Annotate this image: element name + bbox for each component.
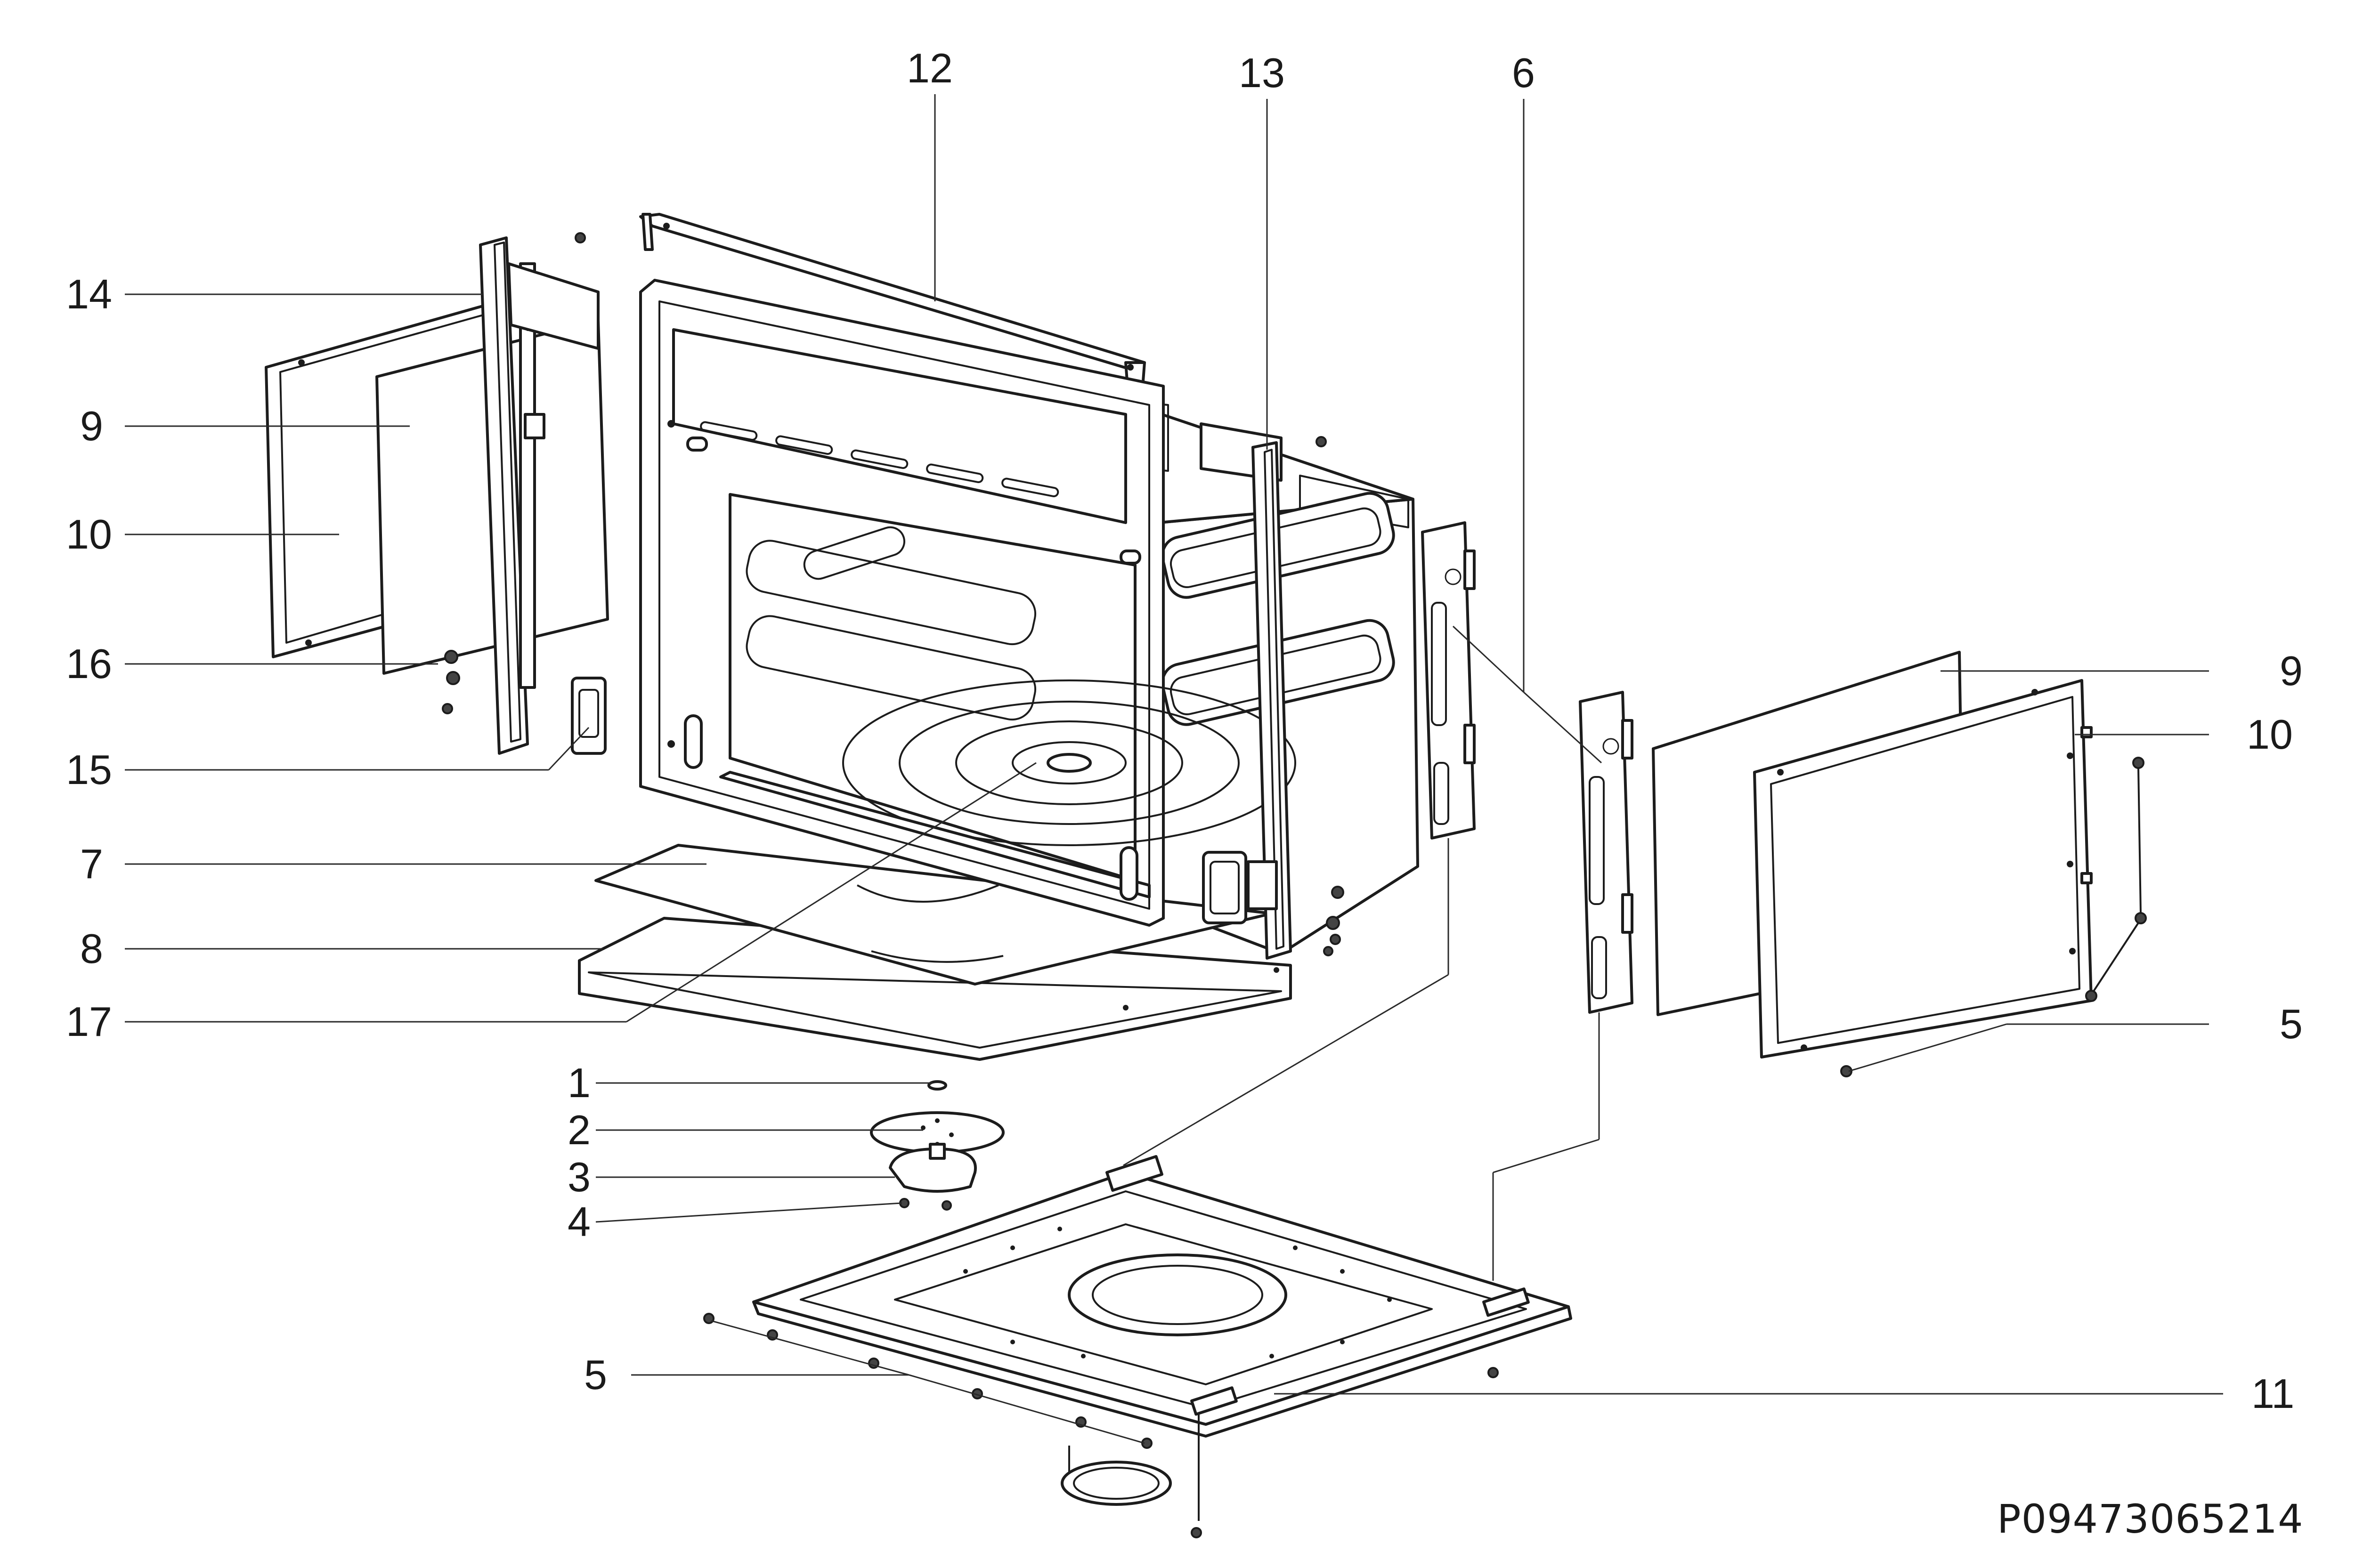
- hinge-bracket-rear: [1421, 521, 1476, 840]
- callout-7: 7: [80, 841, 103, 887]
- right-outer-side-panel: [1753, 679, 2093, 1059]
- left-small-screws: [442, 232, 586, 714]
- callout-5-left: 5: [584, 1351, 607, 1398]
- callout-16: 16: [66, 640, 112, 687]
- left-bracket-plate: [507, 262, 600, 350]
- callout-11: 11: [2251, 1370, 2294, 1417]
- leader-lines: [125, 94, 2223, 1444]
- callout-17: 17: [66, 998, 112, 1045]
- callout-15: 15: [66, 746, 112, 793]
- callout-9-right: 9: [2280, 647, 2303, 694]
- drawing-code: P09473065214: [1997, 1496, 2304, 1542]
- callout-13: 13: [1239, 49, 1285, 96]
- callout-3: 3: [568, 1154, 591, 1200]
- callout-6: 6: [1512, 49, 1535, 96]
- turntable-motor-cover: [1061, 1413, 1200, 1521]
- callout-9-left: 9: [80, 403, 103, 449]
- callout-14: 14: [66, 271, 112, 317]
- callout-4: 4: [568, 1198, 591, 1245]
- callout-1: 1: [568, 1059, 591, 1106]
- callout-8: 8: [80, 925, 103, 972]
- right-front-rail: [1202, 436, 1344, 960]
- base-tray: [752, 1155, 1572, 1438]
- callout-5-right: 5: [2280, 1001, 2303, 1047]
- top-rail: [639, 213, 1146, 395]
- turntable-drive-parts: [870, 1080, 1005, 1211]
- hinge-bracket-front: [1579, 691, 1633, 1014]
- front-frame: [639, 279, 1296, 927]
- callout-10-right: 10: [2247, 711, 2293, 758]
- callout-12: 12: [907, 45, 953, 91]
- callout-2: 2: [568, 1107, 591, 1153]
- callout-10-left: 10: [66, 511, 112, 558]
- left-front-rail: [479, 236, 607, 755]
- right-panel-screws: [1840, 757, 2147, 1077]
